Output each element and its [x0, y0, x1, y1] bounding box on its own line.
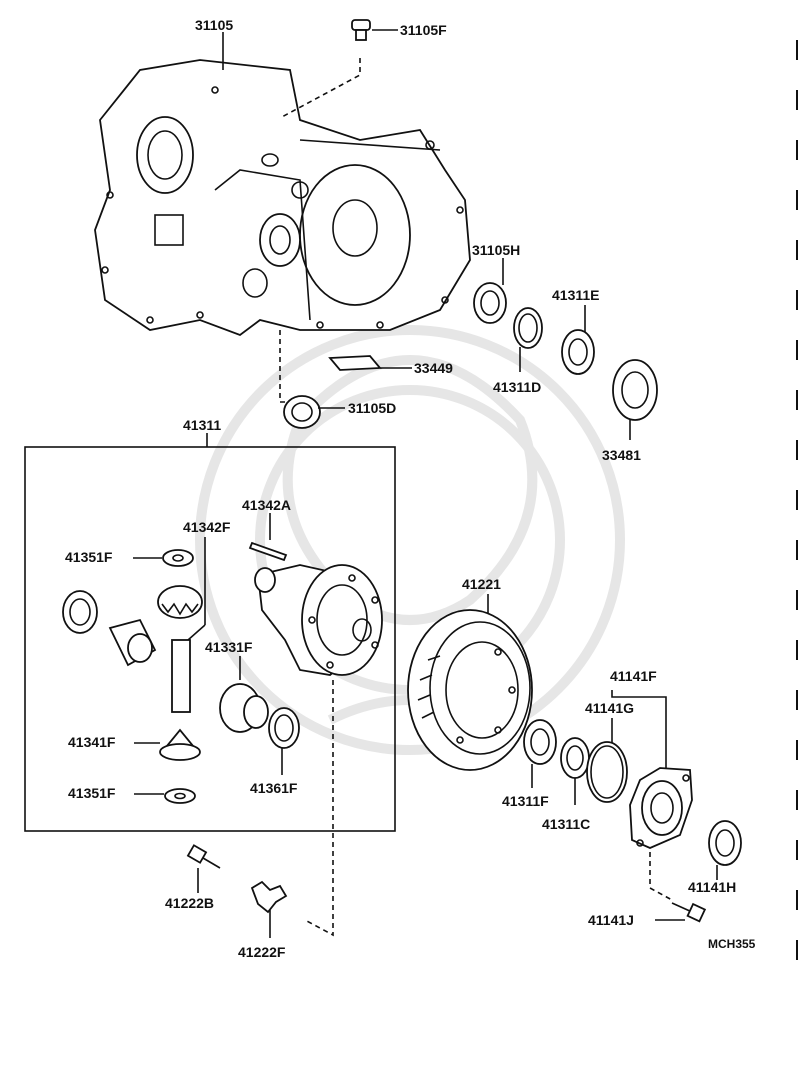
race-41311C [560, 737, 590, 779]
label-41351F-bottom: 41351F [68, 785, 116, 801]
label-41141H: 41141H [688, 879, 736, 895]
ring-gear-41221 [407, 609, 533, 771]
pinion-gear-top [157, 585, 203, 619]
label-33449: 33449 [414, 360, 453, 376]
bearing-41311F [523, 719, 557, 765]
label-41331F: 41331F [205, 639, 253, 655]
label-31105D: 31105D [348, 400, 396, 416]
seal-33481 [612, 359, 658, 421]
shaft-41342F [171, 639, 191, 713]
diagram-code: MCH355 [708, 937, 756, 951]
bolt-41141J [671, 902, 707, 923]
label-41341F: 41341F [68, 734, 116, 750]
label-31105F: 31105F [400, 22, 447, 38]
bolt-41222B [186, 844, 221, 869]
label-41222B: 41222B [165, 895, 214, 911]
label-31105H: 31105H [472, 242, 520, 258]
label-33481: 33481 [602, 447, 641, 463]
label-41221: 41221 [462, 576, 501, 592]
washer-41361F [268, 707, 300, 749]
transaxle-housing [94, 59, 471, 337]
oil-seal-31105H [473, 282, 507, 324]
label-41361F: 41361F [250, 780, 298, 796]
shim-41311D [513, 307, 543, 349]
label-41311F: 41311F [502, 793, 549, 809]
thrust-washer-41351F-top [162, 549, 194, 567]
side-gear-41331F [219, 683, 269, 733]
label-41342A: 41342A [242, 497, 291, 513]
plate-33449 [328, 355, 382, 371]
bearing-race-41311E [561, 329, 595, 375]
drain-plug-31105F [351, 19, 371, 41]
label-31105: 31105 [195, 17, 233, 33]
washer-left [62, 590, 98, 634]
label-41311D: 41311D [493, 379, 541, 395]
label-41141J: 41141J [588, 912, 634, 928]
pinion-gear-41341F [159, 728, 201, 761]
label-41351F-top: 41351F [65, 549, 113, 565]
side-gear-left [108, 618, 157, 667]
label-41222F: 41222F [238, 944, 286, 960]
oil-seal-41141H [708, 820, 742, 866]
bearing-retainer-41141F [629, 767, 693, 849]
label-41141G: 41141G [585, 700, 634, 716]
group-box-label: 41311 [183, 417, 221, 433]
lock-plate-41222F [250, 880, 288, 914]
label-41311C: 41311C [542, 816, 590, 832]
differential-case [254, 564, 383, 676]
label-41141F: 41141F [610, 668, 657, 684]
group-box [24, 446, 396, 832]
thrust-washer-41351F-bottom [164, 788, 196, 804]
label-41342F: 41342F [183, 519, 231, 535]
oil-seal-31105D [283, 395, 321, 429]
o-ring-41141G [586, 741, 628, 803]
label-41311E: 41311E [552, 287, 600, 303]
pin-41342A [248, 541, 288, 562]
